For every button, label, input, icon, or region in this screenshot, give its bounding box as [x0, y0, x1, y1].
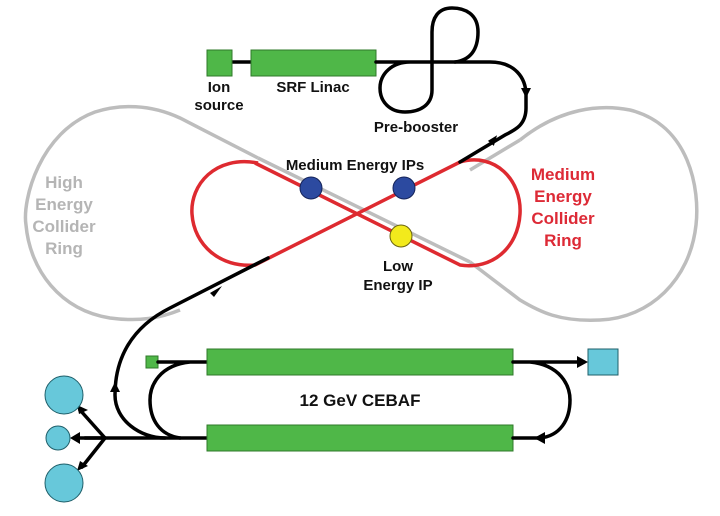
pre-booster-label: Pre-booster: [374, 119, 458, 136]
medium-energy-ip-left: [299, 176, 323, 200]
high-energy-collider-ring: [23, 104, 699, 322]
ion-source-label-2: source: [194, 97, 243, 114]
experimental-halls: [44, 375, 107, 503]
arrow-icon: [110, 382, 120, 392]
arrow-icon: [521, 88, 531, 98]
hall-c-circle: [44, 463, 84, 503]
medium-energy-ring-label-2: Energy: [534, 187, 592, 206]
cebaf-east-arc: [511, 360, 582, 440]
medium-energy-ring-label-4: Ring: [544, 231, 582, 250]
cebaf-label: 12 GeV CEBAF: [300, 391, 421, 410]
medium-energy-ip-right: [392, 176, 416, 200]
high-energy-ring-left-lobe: [23, 104, 259, 322]
low-energy-ip-label-2: Energy IP: [363, 277, 432, 294]
cebaf-west-arc: [148, 360, 209, 440]
electron-injection-line: [113, 256, 270, 440]
medium-energy-collider-ring: [190, 158, 522, 268]
low-energy-ip: [389, 224, 413, 248]
cebaf-injector: [145, 355, 159, 369]
srf-linac-label: SRF Linac: [276, 79, 349, 96]
arrow-icon: [487, 135, 498, 146]
cebaf: [83, 348, 619, 452]
srf-linac-block: [250, 49, 377, 77]
high-energy-ring-label-4: Ring: [45, 239, 83, 258]
cebaf-linac-south: [206, 424, 514, 452]
arrow-icon: [210, 286, 222, 297]
medium-energy-ring-path: [190, 158, 522, 268]
hall-b-circle: [45, 425, 71, 451]
high-energy-ring-right-lobe: [468, 105, 699, 322]
hall-c-line: [80, 436, 107, 469]
arrow-icon: [77, 461, 88, 471]
cebaf-linac-north: [206, 348, 514, 376]
pre-booster-loop: [374, 6, 480, 114]
pre-booster: [374, 6, 531, 164]
pre-booster-transfer-line: [453, 60, 528, 164]
high-energy-ring-label-2: Energy: [35, 195, 93, 214]
arrow-icon: [77, 405, 88, 414]
arrow-icon: [577, 356, 588, 368]
hall-a-line: [78, 408, 107, 440]
medium-energy-ring-label-1: Medium: [531, 165, 595, 184]
arrow-icon: [534, 432, 545, 444]
high-energy-ring-label-3: Collider: [32, 217, 96, 236]
arrow-icon: [70, 432, 80, 444]
ion-source-block: [206, 49, 233, 77]
medium-energy-ips-label: Medium Energy IPs: [286, 157, 424, 174]
beam-dump-east: [587, 348, 619, 376]
high-energy-ring-label-1: High: [45, 173, 83, 192]
medium-energy-ring-label-3: Collider: [531, 209, 595, 228]
ion-source-label-1: Ion: [208, 79, 231, 96]
hall-a-circle: [44, 375, 84, 415]
low-energy-ip-label-1: Low: [383, 258, 413, 275]
